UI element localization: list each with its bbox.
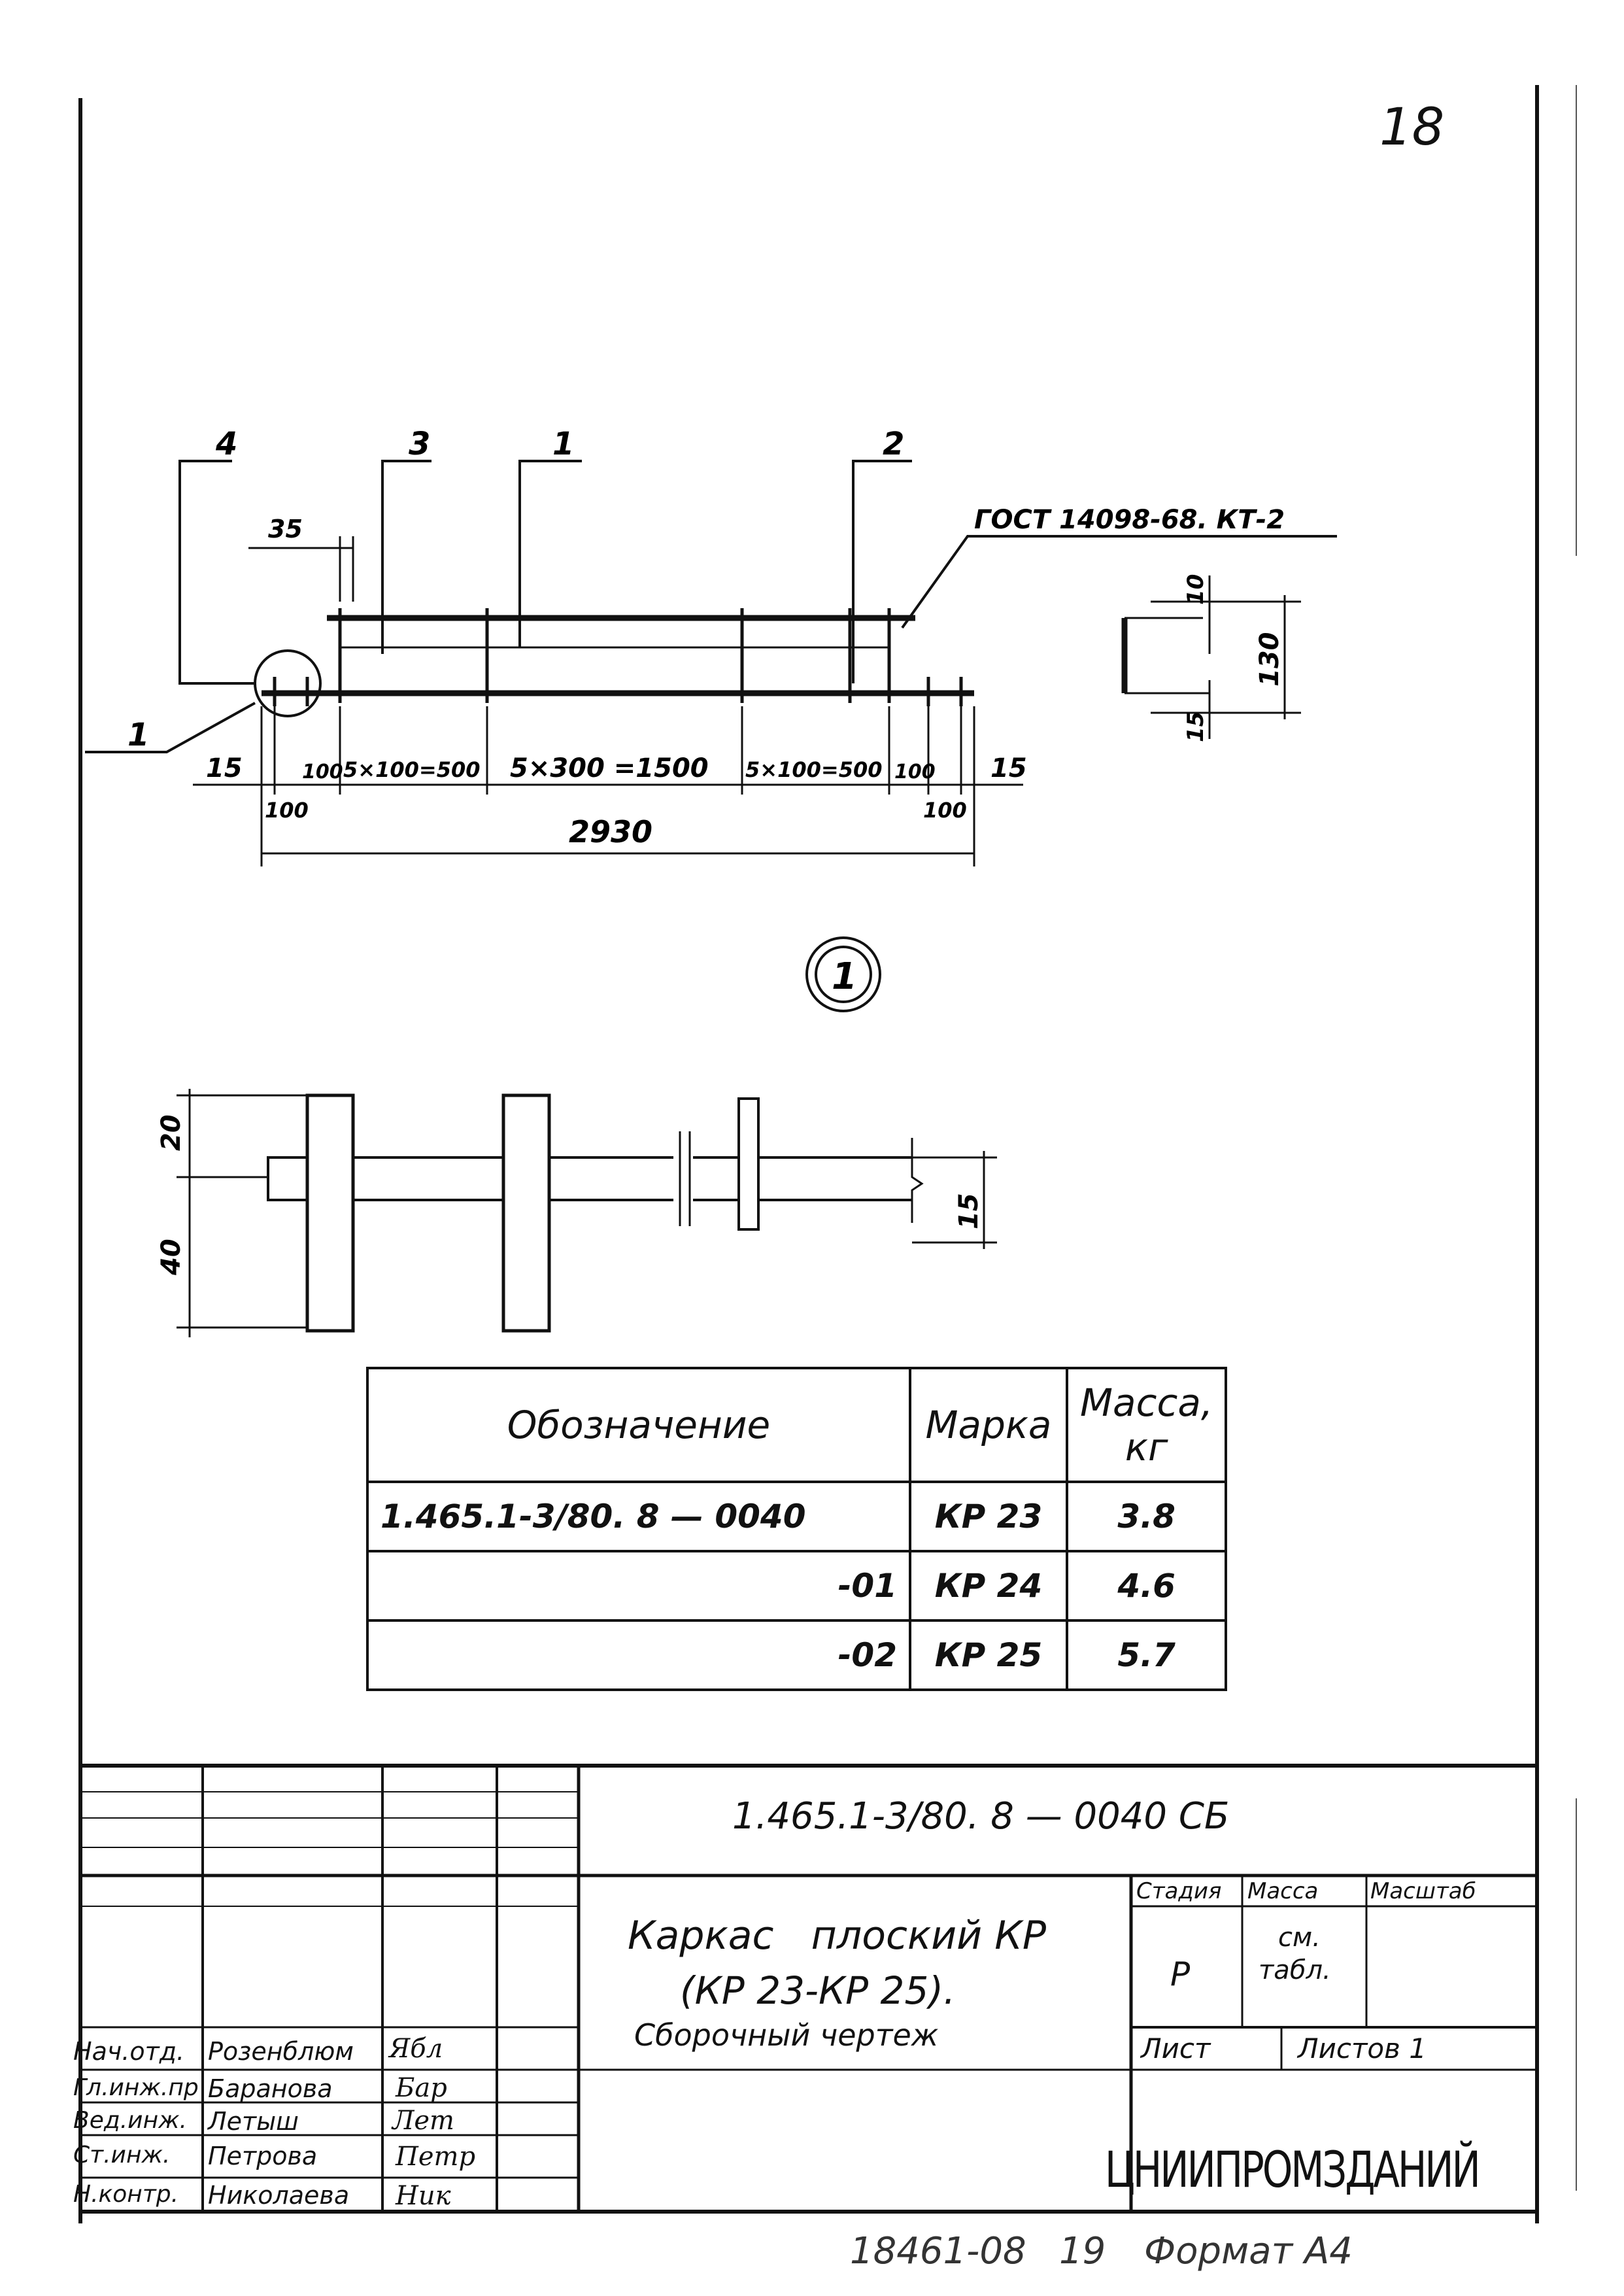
row-mark: КР 25 [909, 1619, 1068, 1691]
frame-left-border [78, 98, 82, 2223]
dim-15-left: 15 [206, 753, 243, 783]
callout-2: 2 [883, 426, 904, 462]
scale-label: Масштаб [1370, 1878, 1476, 1904]
dim-500-a: 5×100=500 [343, 757, 480, 782]
title-line-1: Каркас плоский КР [628, 1913, 1047, 1959]
footer-page: 19 [1059, 2230, 1106, 2272]
sheet-number: 18 [1379, 98, 1445, 157]
signature-3: Лет [392, 2106, 454, 2136]
row-designation: -01 [366, 1550, 911, 1622]
signature-2: Бар [396, 2073, 447, 2103]
dim-35: 35 [268, 515, 303, 543]
detail-dim-15: 15 [954, 1193, 984, 1229]
title-line-2: (КР 23-КР 25). [680, 1968, 956, 2013]
format-label: Формат А4 [1144, 2230, 1353, 2272]
organization-name: ЦНИИПРОМЗДАНИЙ [1104, 2140, 1481, 2199]
stage-value: Р [1170, 1955, 1191, 1993]
section-dim-10: 10 [1183, 574, 1209, 605]
row-mark: КР 24 [909, 1550, 1068, 1622]
role-3: Вед.инж. [73, 2107, 187, 2134]
dim-100-low-left: 100 [265, 798, 309, 823]
callout-4: 4 [215, 426, 237, 462]
header-mass: Масса, кг [1065, 1367, 1228, 1483]
dim-100-b: 100 [894, 761, 936, 783]
row-designation: -02 [366, 1619, 911, 1691]
mass-table-header: Обозначение Марка Масса, кг [366, 1367, 1228, 1483]
section-dim-15: 15 [1183, 711, 1209, 742]
dim-100-low-right: 100 [923, 798, 967, 823]
row-mass: 5.7 [1065, 1619, 1228, 1691]
row-mass: 3.8 [1065, 1481, 1228, 1552]
name-1: Розенблюм [208, 2037, 354, 2066]
mass-value-2: табл. [1259, 1955, 1331, 1985]
table-row: 1.465.1-3/80. 8 — 0040 КР 23 3.8 [366, 1481, 1228, 1552]
title-block-grid [78, 1764, 1539, 2214]
row-mass: 4.6 [1065, 1550, 1228, 1622]
frame-far-right-line [1576, 85, 1577, 556]
detail-dim-40: 40 [156, 1239, 186, 1276]
name-5: Николаева [208, 2181, 350, 2210]
mass-label: Масса [1247, 1878, 1319, 1904]
dim-100-a: 100 [302, 761, 343, 783]
frame-drawing: 4 3 1 2 1 ГОСТ 14098-68. КТ-2 35 15 100 … [85, 426, 1337, 1337]
table-row: -02 КР 25 5.7 [366, 1619, 1228, 1691]
callout-3: 3 [409, 426, 430, 462]
mass-value: см. [1278, 1923, 1321, 1953]
sheets-label: Листов 1 [1298, 2032, 1427, 2065]
mass-table: Обозначение Марка Масса, кг 1.465.1-3/80… [366, 1367, 1228, 1691]
signature-4: Петр [396, 2142, 476, 2172]
name-2: Баранова [208, 2074, 333, 2103]
sheet-label: Лист [1141, 2032, 1211, 2065]
detail-callout: 1 [127, 717, 149, 753]
dim-15-right: 15 [990, 753, 1027, 783]
inventory-number: 18461-08 [850, 2230, 1026, 2272]
stage-label: Стадия [1136, 1878, 1222, 1904]
signature-1: Ябл [389, 2034, 443, 2064]
frame-right-border [1535, 85, 1539, 2223]
table-row: -01 КР 24 4.6 [366, 1550, 1228, 1622]
detail-dim-20: 20 [156, 1114, 186, 1151]
title-line-3: Сборочный чертеж [634, 2017, 939, 2053]
role-5: Н.контр. [73, 2181, 179, 2208]
dim-1500: 5×300 =1500 [510, 753, 709, 783]
dim-500-b: 5×100=500 [745, 757, 882, 782]
signature-5: Ник [396, 2181, 451, 2211]
name-4: Петрова [208, 2142, 318, 2170]
detail-marker: 1 [832, 955, 857, 998]
weld-note: ГОСТ 14098-68. КТ-2 [974, 505, 1285, 535]
row-mark: КР 23 [909, 1481, 1068, 1552]
role-4: Ст.инж. [73, 2142, 171, 2168]
name-3: Летыш [208, 2107, 299, 2136]
role-2: Гл.инж.пр [73, 2074, 199, 2101]
dim-2930: 2930 [569, 814, 652, 849]
row-designation: 1.465.1-3/80. 8 — 0040 [366, 1481, 911, 1552]
header-mark: Марка [909, 1367, 1068, 1483]
callout-1: 1 [552, 426, 574, 462]
frame-far-right-line-lower [1576, 1798, 1577, 2191]
section-dim-130: 130 [1255, 632, 1285, 687]
doc-code: 1.465.1-3/80. 8 — 0040 СБ [732, 1795, 1230, 1838]
role-1: Нач.отд. [73, 2037, 185, 2066]
header-designation: Обозначение [366, 1367, 911, 1483]
